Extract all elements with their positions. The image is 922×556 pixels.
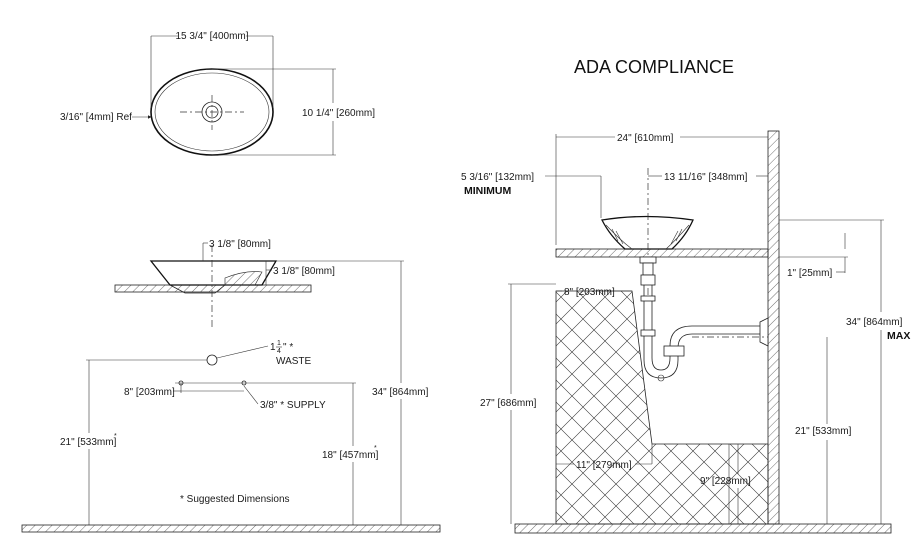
floor-right [514,523,892,534]
supply-right-circle [241,380,247,386]
p-trap [643,333,760,379]
ada-center-dim: 13 11/16" [348mm] [664,172,748,183]
ada-toe-depth-dim: 11" [279mm] [576,460,632,471]
wall-flange [759,317,769,347]
waste-height-dim: 21" [533mm] [60,437,117,448]
waste-height-star: * [114,433,117,440]
supply-height-star: * [374,445,377,452]
side-bowl-height-dim-2: 3 1/8" [80mm] [273,266,335,277]
top-ref-dim: 3/16" [4mm] Ref [60,112,132,123]
ada-knee-height-dim: 27" [686mm] [480,398,537,409]
ada-counter-height-dim: 34" [864mm] [846,317,903,328]
suggested-dimensions-note: * Suggested Dimensions [180,494,290,505]
ada-trap-height-dim: 21" [533mm] [795,426,852,437]
waste-frac-num: 1 [277,340,281,347]
supply-label: 3/8" * SUPPLY [260,400,326,411]
waste-circle [206,354,218,366]
countertop-left [114,284,312,293]
counter-height-left-dim: 34" [864mm] [372,387,429,398]
top-depth-dim: 10 1/4" [260mm] [302,108,375,119]
ada-elevation: ADA COMPLIANCE 24" [6 [461,57,910,534]
basin-profile-ada [601,215,694,250]
side-elevation: 3 1/8" [80mm] 3 1/8" [80mm] 34" [864mm] … [21,239,441,533]
waste-frac-den: 4 [277,348,281,355]
basin-inner-rim [154,72,270,152]
waste-label: WASTE [276,356,312,367]
ada-max-label: MAX [887,330,910,342]
supply-spacing-dim: 8" [203mm] [124,387,175,398]
waste-quote: " * [283,342,293,353]
top-width-dim: 15 3/4" [400mm] [175,31,248,42]
ada-width-dim: 24" [610mm] [617,133,674,144]
ada-overhang-dim: 5 3/16" [132mm] [461,172,534,183]
ada-minimum-label: MINIMUM [464,185,511,197]
ada-counter-thk-dim: 1" [25mm] [787,268,832,279]
floor-left [21,524,441,533]
countertop-right [555,248,769,258]
ada-knee-depth-dim: 8" [203mm] [564,287,615,298]
waste-size-dim: 1 [270,342,276,353]
wall [767,130,780,525]
top-view: 15 3/4" [400mm] 10 1/4" [260mm] 3/16" [4… [60,31,375,156]
ada-title: ADA COMPLIANCE [574,57,734,77]
supply-height-dim: 18" [457mm] [322,450,379,461]
side-bowl-height-dim: 3 1/8" [80mm] [209,239,271,250]
ada-toe-height-dim: 9" [228mm] [700,476,751,487]
